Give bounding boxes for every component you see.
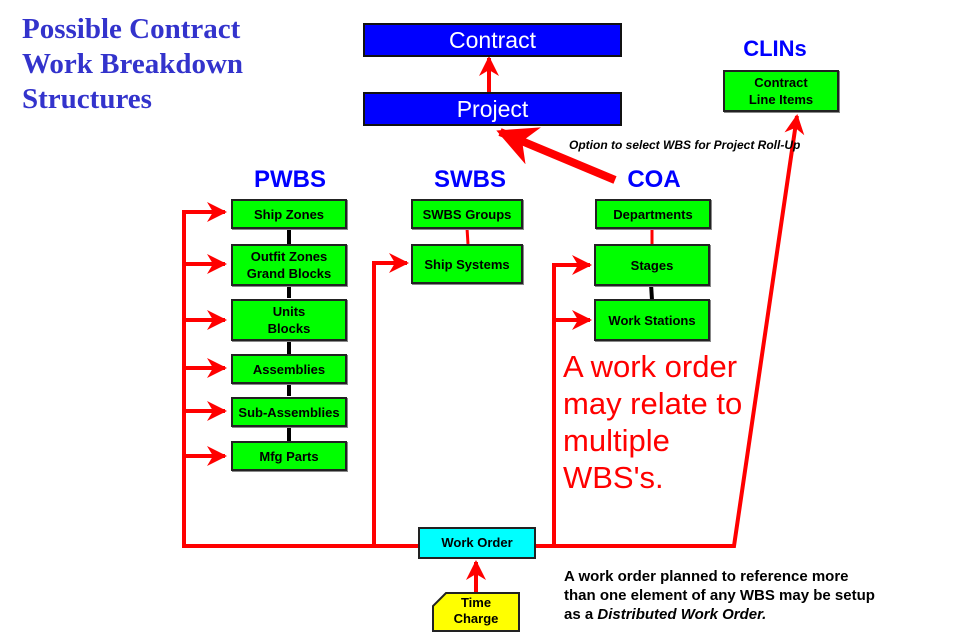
time-charge-line: Charge xyxy=(453,611,499,626)
pwbs-heading: PWBS xyxy=(254,166,326,193)
coa-heading: COA xyxy=(627,166,681,193)
node-label: Grand Blocks xyxy=(246,266,332,281)
clin-bus xyxy=(554,114,805,548)
node-label: Work Stations xyxy=(608,312,696,328)
contract-box: Contract xyxy=(363,23,622,57)
clins-heading: CLINs xyxy=(743,36,807,61)
project-box: Project xyxy=(363,92,622,126)
coa-bus xyxy=(536,255,592,548)
coa-node: Work Stations xyxy=(594,299,710,341)
title-line: Structures xyxy=(22,83,152,115)
title-line: Work Breakdown xyxy=(22,48,244,80)
title-line: Possible Contract xyxy=(22,13,241,45)
callout-line: may relate to xyxy=(563,386,743,421)
node-label: Units xyxy=(272,304,306,319)
callout-line: multiple xyxy=(563,423,670,458)
swbs-connector xyxy=(465,227,470,245)
pwbs-bus xyxy=(182,202,418,548)
node-label: Stages xyxy=(630,257,674,273)
pwbs-node: Mfg Parts xyxy=(231,441,347,471)
pwbs-node: Ship Zones xyxy=(231,199,347,229)
node-label: Sub-Assemblies xyxy=(238,404,340,420)
node-label: SWBS Groups xyxy=(422,206,512,222)
footnote-line: A work order planned to reference more xyxy=(564,568,849,585)
swbs-node: Ship Systems xyxy=(411,244,523,284)
callout-line: A work order xyxy=(563,349,738,384)
time-charge-box: Time Charge xyxy=(432,592,520,632)
coa-connector-2 xyxy=(649,283,654,301)
footnote-emphasis: Distributed Work Order. xyxy=(597,606,767,623)
time-charge-shape xyxy=(432,592,520,632)
footnote-prefix: as a xyxy=(564,606,598,623)
footnote-line: than one element of any WBS may be setup xyxy=(564,587,875,604)
swbs-node: SWBS Groups xyxy=(411,199,523,229)
clin-box: Contract Line Items xyxy=(723,70,839,112)
node-label: Ship Systems xyxy=(424,256,510,272)
node-label: Mfg Parts xyxy=(259,448,319,464)
swbs-heading: SWBS xyxy=(434,166,506,193)
pwbs-node: Sub-Assemblies xyxy=(231,397,347,427)
clin-box-line: Line Items xyxy=(748,92,814,107)
rollup-note: Option to select WBS for Project Roll-Up xyxy=(569,138,801,152)
footnote-line: as a Distributed Work Order. xyxy=(564,605,875,624)
pwbs-node: Assemblies xyxy=(231,354,347,384)
clin-box-line: Contract xyxy=(754,75,808,90)
node-label: Assemblies xyxy=(252,361,326,377)
node-label: Departments xyxy=(613,206,693,222)
coa-node: Stages xyxy=(594,244,710,286)
node-label: Outfit Zones xyxy=(250,249,328,264)
time-charge-line: Time xyxy=(460,595,492,610)
work-order-box: Work Order xyxy=(418,527,536,559)
footnote: A work order planned to reference more t… xyxy=(564,567,875,624)
coa-to-project-arrow xyxy=(496,127,617,184)
swbs-bus xyxy=(372,253,409,546)
callout-text: A work order may relate to multiple WBS'… xyxy=(563,348,742,496)
coa-node: Departments xyxy=(595,199,711,229)
node-label: Ship Zones xyxy=(253,206,325,222)
node-label: Blocks xyxy=(267,321,311,336)
callout-line: WBS's. xyxy=(563,460,664,495)
page-title: Possible Contract Work Breakdown Structu… xyxy=(22,12,243,117)
